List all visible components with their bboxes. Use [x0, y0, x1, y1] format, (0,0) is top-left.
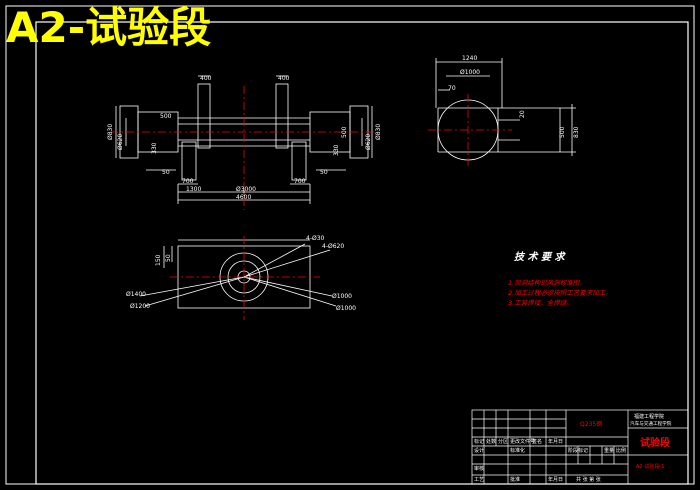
tb-weight-label: 重量 — [604, 447, 614, 454]
dim-left-mid: 330 — [151, 142, 158, 154]
tech-requirement-item-2: 2.加工过程必须按照工艺要求加工。 — [508, 289, 612, 297]
tb-school: 福建工程学院 — [634, 413, 664, 420]
dim-right-pipe: Ø620 — [365, 134, 372, 150]
tb-sheets: 共 张 第 张 — [576, 476, 601, 483]
dim-bottom-right-700: 700 — [294, 178, 306, 185]
front-view-centerlines — [110, 86, 378, 210]
dim-left-pipe: Ø620 — [117, 134, 124, 150]
dim-plan-hole-top2: 4-Ø620 — [322, 243, 344, 250]
dim-bottom-left-50: 50 — [162, 169, 170, 176]
side-view-centerlines — [428, 94, 512, 166]
dim-side-1240: 1240 — [462, 55, 477, 62]
tech-requirement-item-1: 1.风洞结构见风洞标准图。 — [508, 279, 586, 287]
side-view — [435, 58, 576, 161]
tb-stage-label: 阶段标记 — [568, 447, 588, 454]
dim-overall: 4600 — [236, 194, 251, 201]
tb-mark-label-0: 标记 — [474, 438, 484, 445]
sheet-title: A2-试验段 — [6, 3, 212, 52]
dim-bottom-right-50: 50 — [320, 169, 328, 176]
tb-approve-label: 批准 — [510, 476, 520, 483]
dim-center-3000: Ø3000 — [236, 186, 256, 193]
dim-side-20: 20 — [519, 110, 526, 118]
dim-top-right: 400 — [278, 75, 290, 82]
dim-right-inner: 500 — [341, 126, 348, 138]
tech-requirement-item-3: 3.工装焊接，全焊缝。 — [508, 299, 573, 307]
sheet-border — [5, 5, 695, 485]
tb-review-label: 审核 — [474, 465, 484, 472]
dim-plan-50: 50 — [165, 254, 172, 262]
tb-process-label: 工艺 — [474, 477, 484, 483]
dim-side-70: 70 — [448, 85, 456, 92]
dim-plan-left-2: Ø1200 — [130, 303, 150, 310]
dim-top-left: 400 — [200, 75, 212, 82]
dim-side-500: 500 — [559, 126, 566, 138]
dim-left-inner: 500 — [160, 113, 172, 120]
tb-drawing-name: 试验段 — [640, 436, 670, 449]
dim-plan-right-1: Ø1000 — [332, 293, 352, 300]
tb-designer-label: 设计 — [474, 447, 484, 454]
tb-mark-label-3: 更改文件号 — [510, 438, 535, 445]
dim-plan-hole-top: 4-Ø30 — [306, 235, 325, 242]
tb-mark-label-5: 年月日 — [548, 438, 563, 445]
title-block — [471, 409, 689, 485]
dim-seg-1300: 1300 — [186, 186, 201, 193]
tb-mark-label-1: 处数 — [486, 438, 496, 445]
tb-mark-label-4: 签名 — [532, 438, 542, 445]
dim-plan-left-1: Ø1400 — [126, 291, 146, 298]
tb-dept: 汽车与交通工程学院 — [630, 420, 672, 427]
dim-plan-right-2: Ø1000 — [336, 305, 356, 312]
tb-drawing-no: A2-试验段-1 — [636, 463, 664, 470]
tb-date-label: 年月日 — [548, 476, 563, 483]
dim-side-830: 830 — [573, 126, 580, 138]
tb-std-label: 标准化 — [510, 447, 525, 454]
plan-view-centerlines — [170, 236, 320, 320]
dim-side-1000: Ø1000 — [460, 69, 480, 76]
dim-left-flange-od: Ø830 — [107, 124, 114, 140]
plan-view — [139, 239, 337, 309]
tb-scale-label: 比例 — [616, 447, 626, 454]
dim-plan-150: 150 — [155, 254, 162, 266]
dim-bottom-left-700: 700 — [182, 178, 194, 185]
tb-material: Q235钢 — [580, 420, 602, 428]
dim-right-flange-od: Ø830 — [375, 124, 382, 140]
tech-requirements-heading: 技 术 要 求 — [514, 251, 566, 263]
tb-mark-label-2: 分区 — [498, 438, 508, 445]
drawing-frame — [35, 21, 689, 485]
dim-right-mid: 330 — [333, 144, 340, 156]
